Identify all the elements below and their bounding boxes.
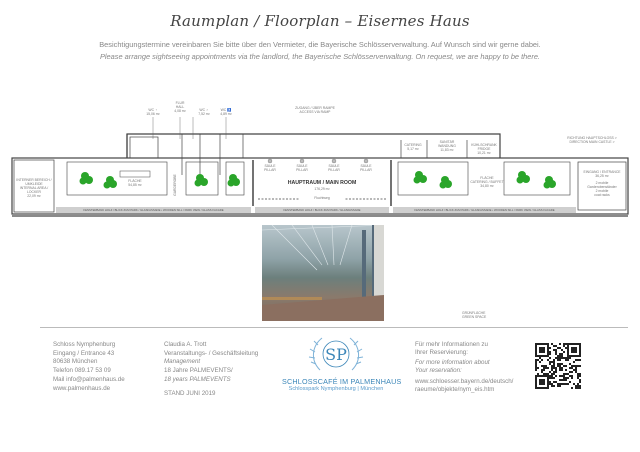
info-url-link[interactable]: www.schloesser.bayern.de/deutsch/raeume/… [415,378,514,393]
tree-icon [413,171,427,184]
pillar-icon [363,158,369,164]
svg-text:SP: SP [325,345,347,364]
subtitle-en: Please arrange sightseeing appointments … [99,52,540,61]
tree-icon [194,174,208,187]
label-direction-main-castle: RICHTUNG HAUPTSCHLOSS >DIRECTION MAIN CA… [567,136,617,144]
pillar-icon [299,158,305,164]
palm-wreath-icon: SP [308,337,364,371]
qr-code[interactable] [535,343,581,389]
subtitle-de: Besichtigungstermine vereinbaren Sie bit… [99,40,541,49]
label-wc-men: WC ♂7,52 m² [198,108,210,116]
label-escape-route: Fluchtweg [300,196,344,200]
building-outline [11,157,629,215]
label-cloakroom: GARDEROBE [173,174,177,196]
email-link[interactable]: Mail info@palmenhaus.de [53,375,125,383]
tree-icon [227,174,240,187]
floorplan-drawing [11,117,629,217]
tree-icons [79,171,556,189]
window-band: FENSTERBANK HOLZ / BLICK ZUM PARK / GLAS… [393,207,576,213]
cafe-logo: SP SCHLOSSCAFÉ IM PALMENHAUS Schlosspark… [282,336,401,392]
tree-icon [79,172,93,185]
label-wc-women: WC ♀15,06 m² [146,108,160,116]
label-wc-accessible: WC ♿4,89 m² [220,108,232,116]
tree-icon [439,176,452,189]
label-main-room-area: 176,29 m² [314,187,330,191]
tree-icon [543,176,556,189]
website-link[interactable]: www.palmenhaus.de [53,384,111,392]
divider [40,327,628,328]
interior-photo [262,225,384,321]
page-title: Raumplan / Floorplan – Eisernes Haus [170,12,470,30]
pillar-icon [331,158,337,164]
window-band: FENSTERBANK HOLZ / BLICK ZUM PARK / GLAS… [56,207,251,213]
tree-icon [516,171,530,184]
window-band: FENSTERBANK HOLZ / BLICK ZUM PARK / GLAS… [255,207,389,213]
label-main-room: HAUPTRAUM / MAIN ROOM [287,180,357,186]
pillar-icon [267,158,273,164]
tree-icon [103,176,117,189]
